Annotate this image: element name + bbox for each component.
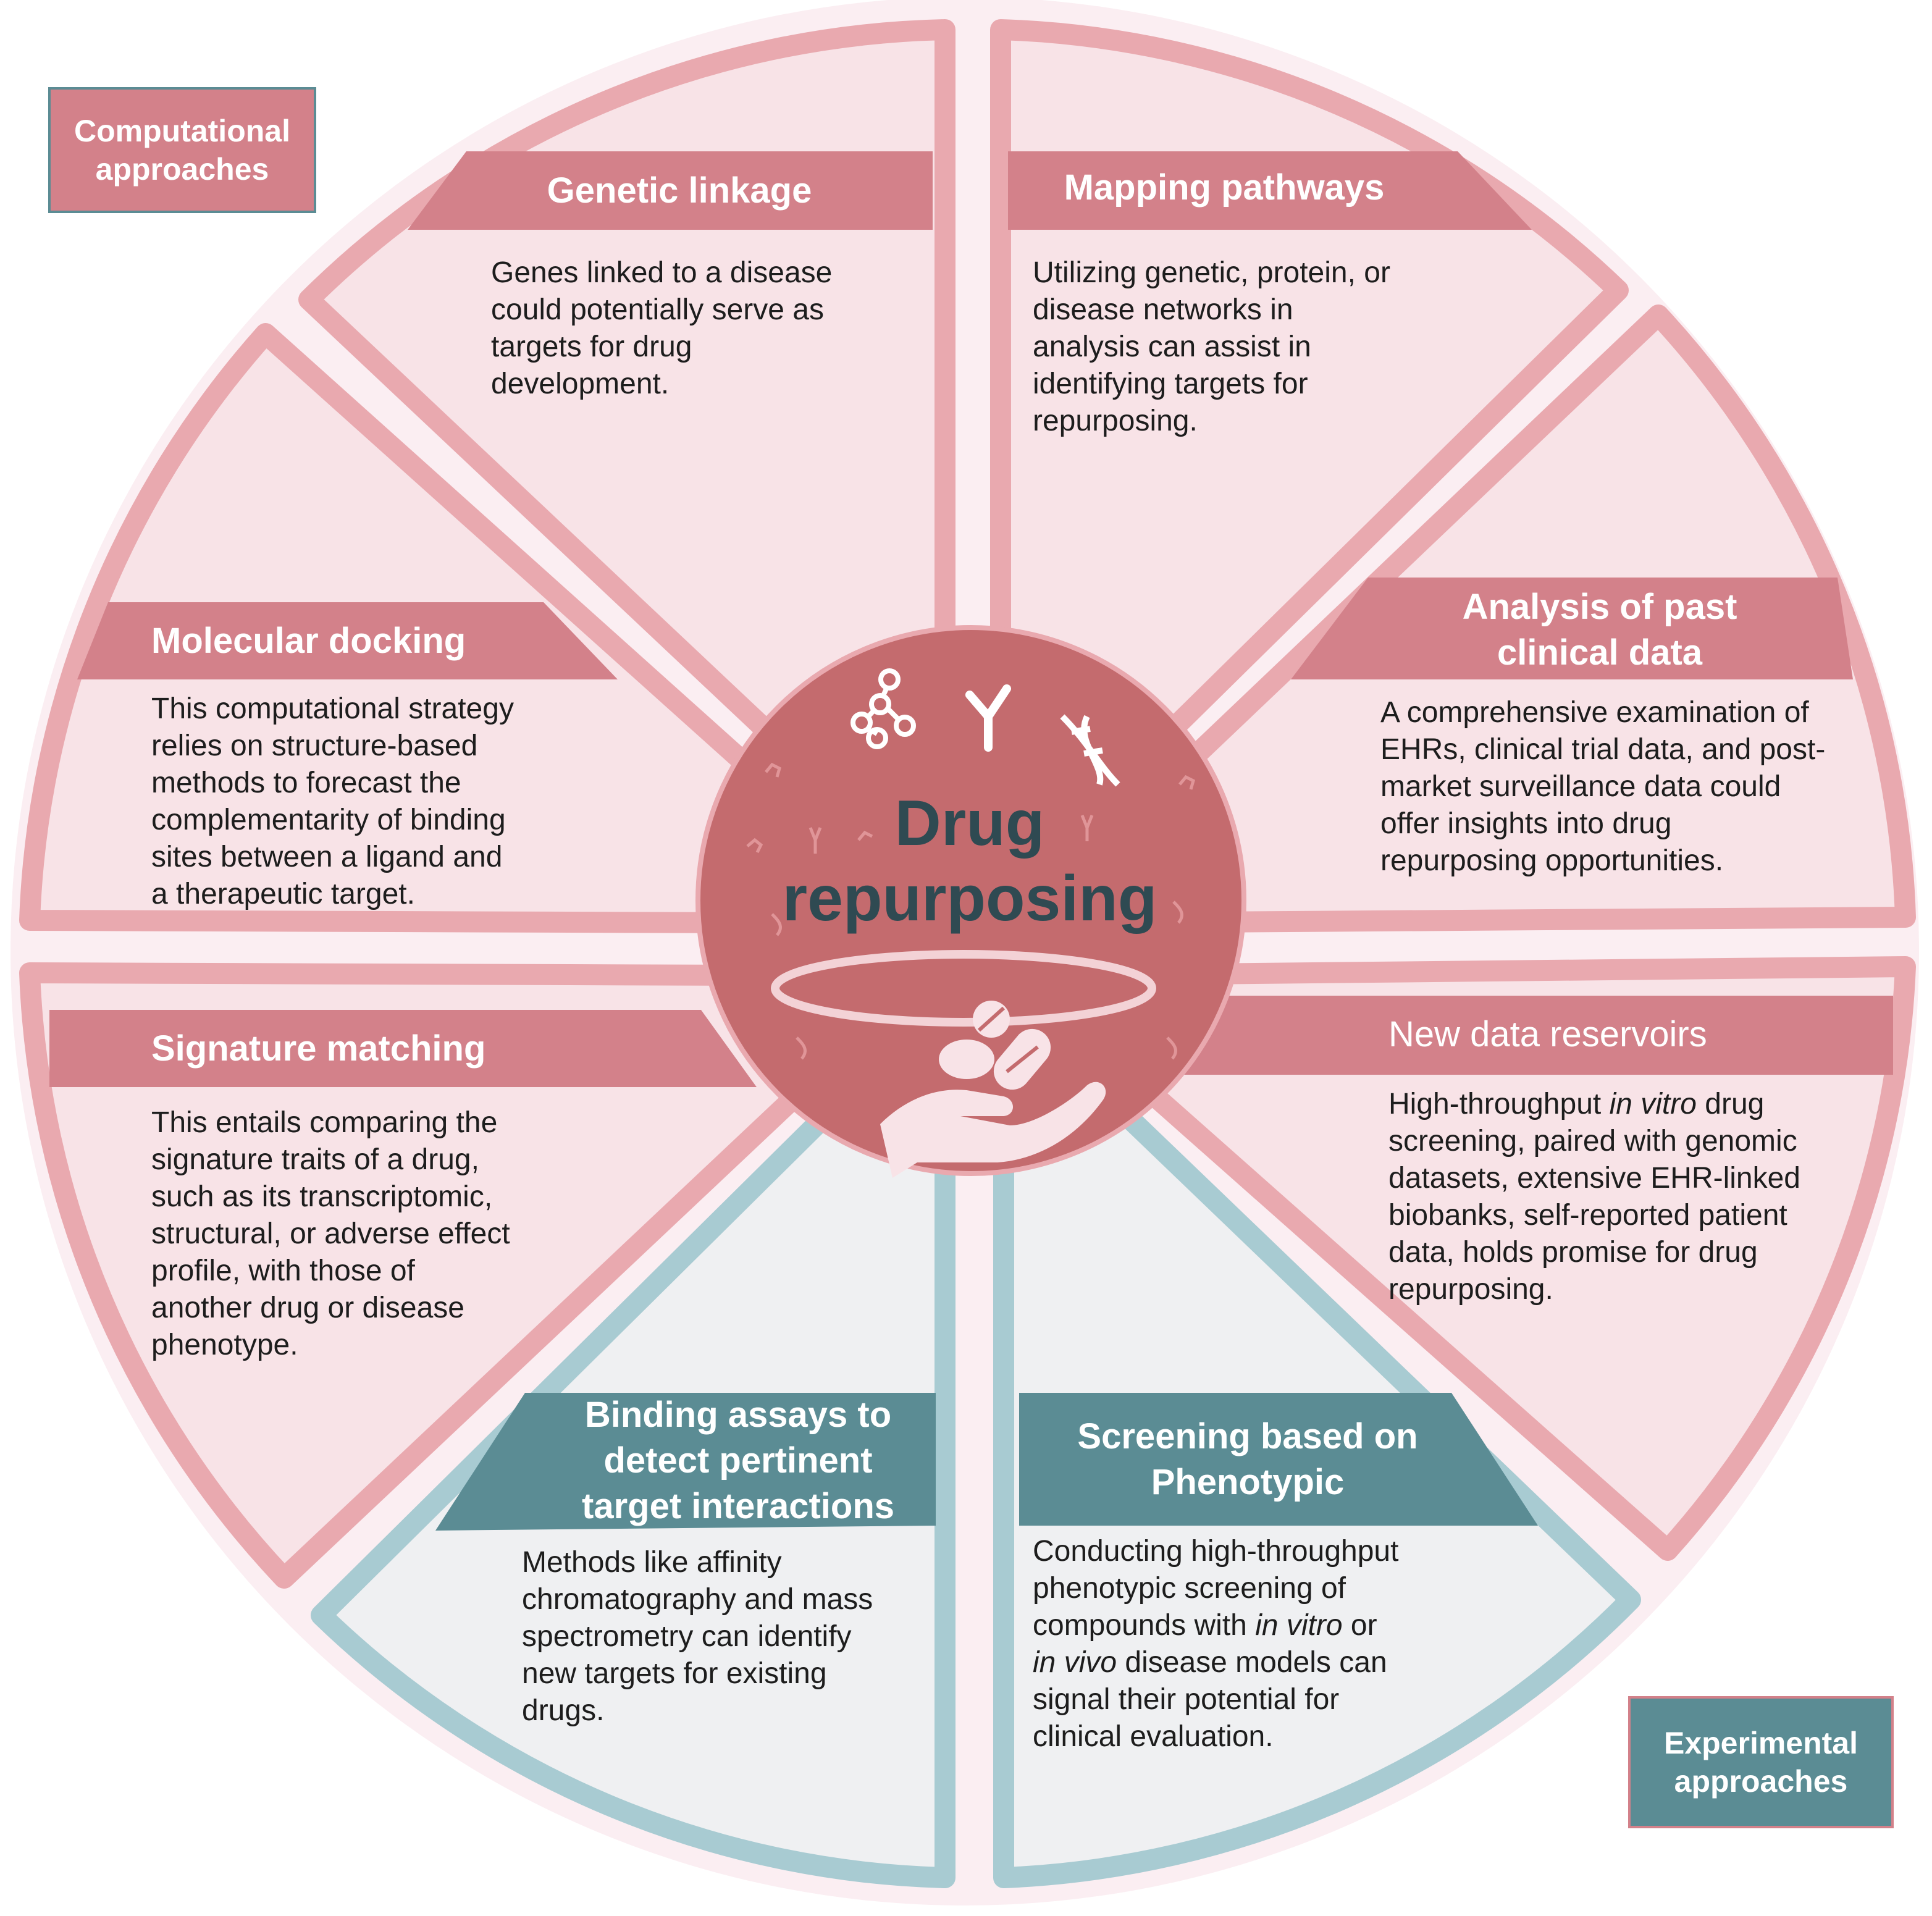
header-band-molecular-docking	[77, 602, 618, 679]
center-title-line2: repurposing	[782, 863, 1157, 935]
title-signature-matching: Signature matching	[151, 1028, 486, 1069]
segment-genetic-linkage	[298, 19, 956, 909]
header-band-binding-assays	[435, 1393, 936, 1531]
segment-signature-matching	[19, 962, 934, 1589]
legend-experimental-box	[1628, 1696, 1894, 1828]
header-band-mapping-pathways	[1008, 151, 1532, 230]
faint-molecule-icons	[746, 762, 1195, 1060]
body-new-data-reservoirs: High-throughput in vitro drug screening,…	[1388, 1088, 1800, 1306]
legend-computational: Computational approaches	[74, 114, 290, 187]
molecule-icon	[850, 668, 916, 749]
legend-experimental: Experimental approaches	[1663, 1726, 1858, 1799]
segment-mapping-pathways	[990, 19, 1629, 909]
title-genetic-linkage: Genetic linkage	[547, 170, 812, 211]
title-mapping-pathways: Mapping pathways	[1064, 167, 1385, 208]
header-band-signature-matching	[49, 1010, 757, 1087]
hand-icon	[880, 1082, 1106, 1178]
header-band-analysis-past-clinical	[1291, 578, 1853, 679]
segment-new-data-reservoirs	[1009, 956, 1916, 1561]
title-molecular-docking: Molecular docking	[151, 620, 466, 661]
center-title-line1: Drug	[894, 788, 1045, 859]
title-new-data-reservoirs: New data reservoirs	[1388, 1014, 1707, 1054]
header-band-screening-phenotypic	[1019, 1393, 1538, 1526]
legend-computational-box	[48, 87, 316, 213]
center-circle	[695, 625, 1246, 1176]
header-band-new-data-reservoirs	[1174, 996, 1893, 1075]
antibody-icon	[965, 684, 1011, 752]
dna-icon	[1060, 714, 1120, 787]
pills-icon	[771, 950, 1156, 1090]
header-band-genetic-linkage	[408, 151, 933, 230]
